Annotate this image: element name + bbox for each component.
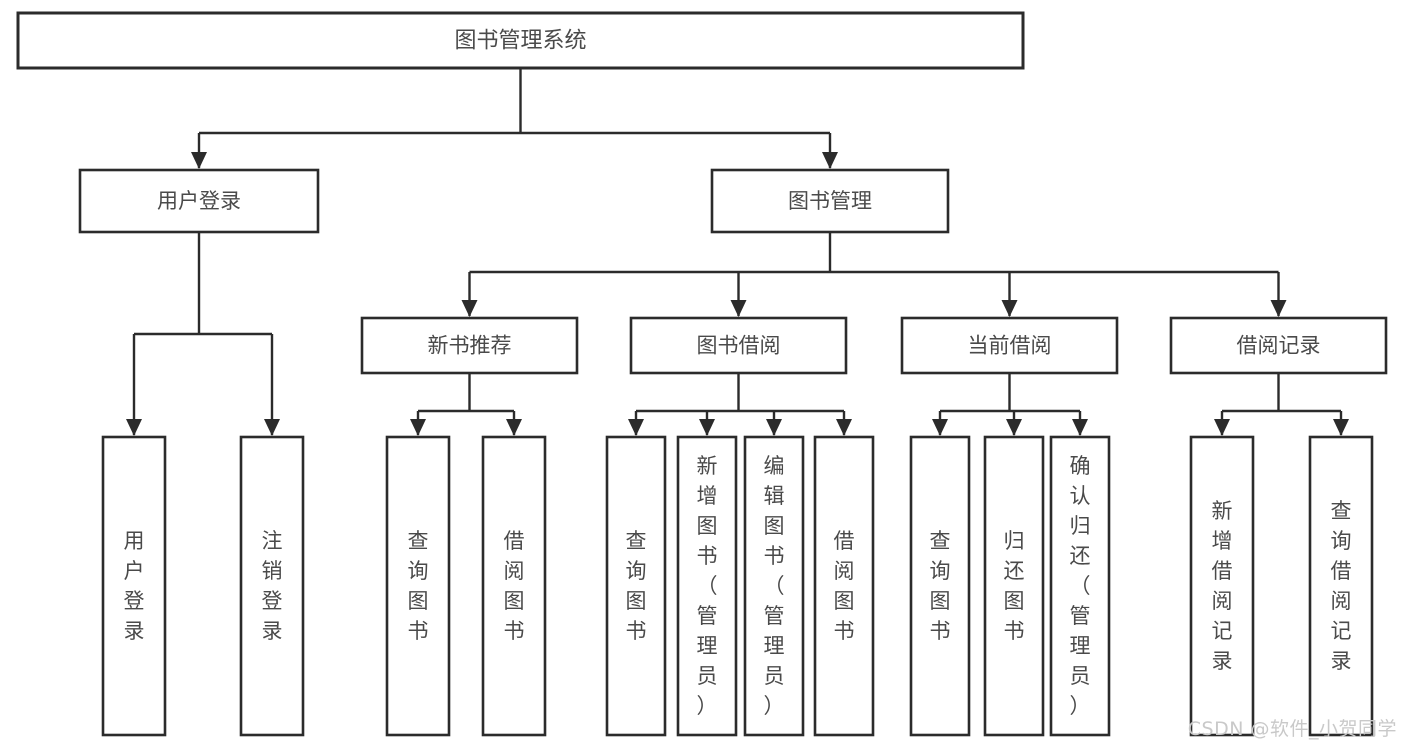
level2-node-0[interactable]: 用户登录 (78, 168, 320, 234)
arrow-head-icon (932, 419, 948, 436)
leaf-node-0-rect[interactable] (101, 435, 167, 737)
arrow-head-icon (1001, 300, 1018, 317)
leaf-node-4-rect[interactable] (605, 435, 667, 737)
leaf-node-2[interactable]: 查询图书 (385, 435, 451, 737)
level3-node-1-label: 图书借阅 (697, 334, 781, 358)
root-node-rect[interactable] (16, 11, 1025, 70)
leaf-node-12-label: 查询借阅记录 (1331, 499, 1352, 673)
arrow-head-icon (1006, 419, 1022, 436)
leaf-node-11-label: 新增借阅记录 (1212, 499, 1233, 673)
level2-node-1-rect[interactable] (710, 168, 950, 234)
leaf-node-7[interactable]: 借阅图书 (813, 435, 875, 737)
leaf-node-6-label: 编辑图书（管理员） (764, 454, 785, 718)
arrow-head-icon (822, 152, 838, 169)
arrow-head-icon (699, 419, 715, 436)
leaf-node-5-rect[interactable] (676, 435, 738, 737)
leaf-node-6-rect[interactable] (743, 435, 805, 737)
leaf-node-0-label: 用户登录 (124, 529, 145, 643)
leaf-node-1-rect[interactable] (239, 435, 305, 737)
leaf-node-1-label: 注销登录 (262, 529, 283, 643)
level3-node-0-rect[interactable] (360, 316, 579, 375)
arrow-head-icon (1333, 419, 1349, 436)
level3-node-0-label: 新书推荐 (428, 334, 512, 358)
connectors-layer (126, 68, 1349, 436)
leaf-node-2-label: 查询图书 (408, 529, 429, 643)
leaf-node-1[interactable]: 注销登录 (239, 435, 305, 737)
level2-node-1-label: 图书管理 (788, 189, 872, 213)
leaf-node-6[interactable]: 编辑图书（管理员） (743, 435, 805, 737)
leaf-node-4[interactable]: 查询图书 (605, 435, 667, 737)
arrow-head-icon (506, 419, 522, 436)
leaf-node-2-rect[interactable] (385, 435, 451, 737)
level3-node-3-label: 借阅记录 (1237, 334, 1321, 358)
arrow-head-icon (126, 419, 142, 436)
arrow-head-icon (1072, 419, 1088, 436)
leaf-node-8-label: 查询图书 (930, 529, 951, 643)
arrow-head-icon (410, 419, 426, 436)
arrow-head-icon (1214, 419, 1230, 436)
leaf-node-4-label: 查询图书 (626, 529, 647, 643)
leaf-node-9-label: 归还图书 (1004, 529, 1025, 643)
leaf-node-5[interactable]: 新增图书（管理员） (676, 435, 738, 737)
root-node-label: 图书管理系统 (454, 29, 586, 54)
level3-node-3-rect[interactable] (1169, 316, 1388, 375)
arrow-head-icon (191, 152, 207, 169)
leaf-node-3-rect[interactable] (481, 435, 547, 737)
level3-node-2-label: 当前借阅 (968, 334, 1052, 358)
leaf-node-3[interactable]: 借阅图书 (481, 435, 547, 737)
arrow-head-icon (264, 419, 280, 436)
arrow-head-icon (461, 300, 478, 317)
arrow-head-icon (628, 419, 644, 436)
leaf-node-8[interactable]: 查询图书 (909, 435, 971, 737)
leaf-node-9[interactable]: 归还图书 (983, 435, 1045, 737)
leaf-node-10-rect[interactable] (1049, 435, 1111, 737)
leaf-node-7-label: 借阅图书 (834, 529, 855, 643)
level3-node-2[interactable]: 当前借阅 (900, 316, 1119, 375)
level2-node-0-label: 用户登录 (157, 189, 241, 213)
leaf-node-3-label: 借阅图书 (504, 529, 525, 643)
level3-node-3[interactable]: 借阅记录 (1169, 316, 1388, 375)
arrow-head-icon (730, 300, 747, 317)
leaf-node-10-label: 确认归还（管理员） (1070, 454, 1091, 718)
leaf-node-12[interactable]: 查询借阅记录 (1308, 435, 1374, 737)
level2-node-1[interactable]: 图书管理 (710, 168, 950, 234)
leaf-node-9-rect[interactable] (983, 435, 1045, 737)
leaf-node-0[interactable]: 用户登录 (101, 435, 167, 737)
root-node[interactable]: 图书管理系统 (16, 11, 1025, 70)
leaf-node-5-label: 新增图书（管理员） (697, 454, 718, 718)
level3-node-0[interactable]: 新书推荐 (360, 316, 579, 375)
arrow-head-icon (836, 419, 852, 436)
leaf-node-7-rect[interactable] (813, 435, 875, 737)
level3-node-1[interactable]: 图书借阅 (629, 316, 848, 375)
leaf-node-8-rect[interactable] (909, 435, 971, 737)
level2-node-0-rect[interactable] (78, 168, 320, 234)
leaf-node-12-rect[interactable] (1308, 435, 1374, 737)
leaf-node-10[interactable]: 确认归还（管理员） (1049, 435, 1111, 737)
arrow-head-icon (1270, 300, 1287, 317)
arrow-head-icon (766, 419, 782, 436)
leaf-node-11-rect[interactable] (1189, 435, 1255, 737)
level3-node-2-rect[interactable] (900, 316, 1119, 375)
level3-node-1-rect[interactable] (629, 316, 848, 375)
nodes-layer: 图书管理系统用户登录图书管理新书推荐图书借阅当前借阅借阅记录用户登录注销登录查询… (16, 11, 1388, 737)
leaf-node-11[interactable]: 新增借阅记录 (1189, 435, 1255, 737)
